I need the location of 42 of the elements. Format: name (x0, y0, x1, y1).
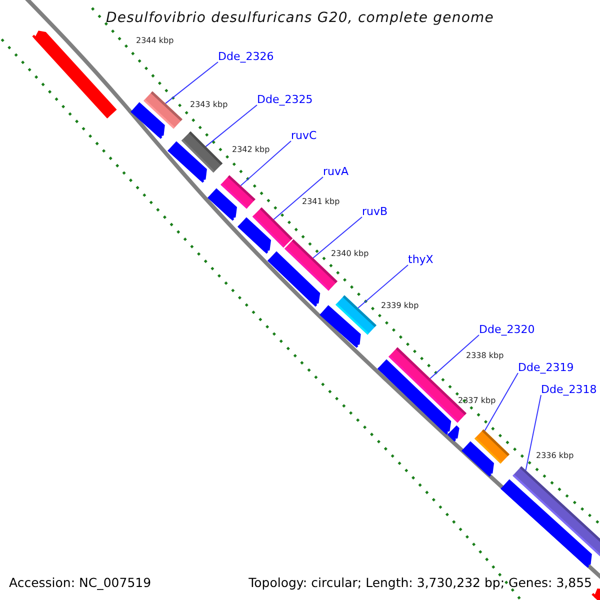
gene-label: ruvB (362, 205, 388, 218)
scale-label: 2343 kbp (190, 100, 228, 110)
leader-line (358, 264, 408, 308)
gene-label: Dde_2325 (257, 93, 313, 106)
gene-bar (32, 30, 117, 118)
scale-label: 2340 kbp (331, 249, 369, 259)
gene-label: thyX (408, 253, 434, 266)
gene-bar (592, 588, 600, 600)
gene-bar (462, 441, 494, 477)
gene-bar (500, 479, 592, 568)
gene-bar (208, 188, 237, 221)
leader-line (430, 334, 480, 379)
scale-label: 2342 kbp (232, 145, 270, 155)
gene-label: Dde_2326 (218, 50, 274, 63)
scale-label: 2337 kbp (458, 396, 496, 406)
gene-label: Dde_2319 (518, 361, 574, 374)
gene-label: Dde_2320 (479, 323, 535, 336)
leader-line (165, 62, 218, 104)
gene-bar (378, 359, 452, 435)
gene-label: ruvA (323, 165, 349, 178)
scale-label: 2338 kbp (466, 351, 504, 361)
gene-label: ruvC (291, 129, 317, 142)
title: Desulfovibrio desulfuricans G20, complete genome (105, 9, 495, 27)
scale-label: 2344 kbp (136, 36, 174, 46)
gene-bar (268, 251, 320, 307)
leader-line (273, 176, 324, 220)
gene-bar (447, 425, 460, 442)
leader-line (525, 394, 542, 471)
scale-label: 2336 kbp (536, 451, 574, 461)
leader-line (312, 216, 362, 258)
gene-bar (130, 102, 165, 139)
scale-label: 2341 kbp (302, 197, 340, 207)
gene-bar (320, 305, 361, 348)
scale-label: 2339 kbp (381, 301, 419, 311)
leader-line (484, 372, 518, 432)
accession-text: Accession: NC_007519 (9, 575, 152, 590)
gene-label: Dde_2318 (541, 383, 597, 396)
gene-bar (238, 217, 272, 254)
leader-line (205, 104, 258, 148)
leader-line (240, 140, 292, 186)
genome-summary-text: Topology: circular; Length: 3,730,232 bp; Genes: 3,855 (248, 575, 592, 590)
gene-bar (168, 141, 207, 183)
